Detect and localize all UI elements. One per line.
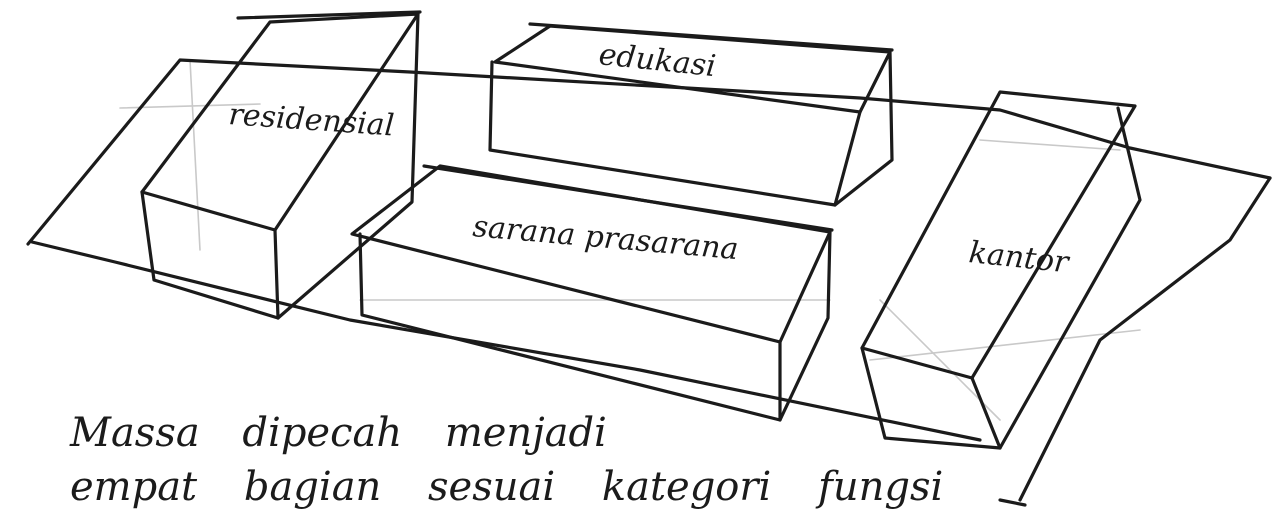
label-sarana-prasarana: sarana prasarana <box>471 209 739 267</box>
caption-line-1: Massa dipecah menjadi <box>69 410 607 456</box>
label-residensial: residensial <box>227 97 395 143</box>
block-residensial <box>142 12 420 318</box>
label-kantor: kantor <box>967 235 1072 280</box>
block-sarana-prasarana <box>352 166 832 420</box>
caption-line-2: empat bagian sesuai kategori fungsi <box>70 464 943 510</box>
